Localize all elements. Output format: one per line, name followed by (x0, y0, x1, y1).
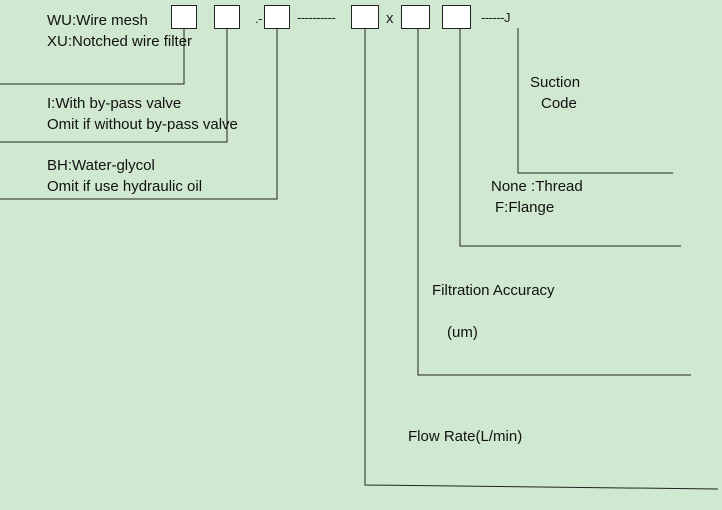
connection-option-flange: F:Flange (495, 199, 555, 216)
bypass-option-omit: Omit if without by-pass valve (47, 116, 238, 133)
code-box-flow-rate (351, 5, 379, 29)
flow-rate-label: Flow Rate(L/min) (408, 428, 523, 445)
code-tail-suction: ------J (481, 10, 510, 25)
accuracy-label: Filtration Accuracy (432, 282, 555, 299)
code-box-medium (264, 5, 290, 29)
code-separator-x: x (386, 10, 394, 27)
bypass-option-i: I:With by-pass valve (47, 95, 182, 112)
connection-option-thread: None :Thread (491, 178, 583, 195)
material-option-wu: WU:Wire mesh (47, 12, 148, 29)
code-box-connection (442, 5, 471, 29)
suction-leader-line (517, 28, 673, 174)
medium-option-bh: BH:Water-glycol (47, 157, 155, 174)
code-separator-dot: .- (255, 11, 262, 26)
medium-option-omit: Omit if use hydraulic oil (47, 178, 203, 195)
material-leader-line (0, 29, 185, 85)
suction-label: Suction (530, 74, 581, 91)
accuracy-leader-line (417, 29, 691, 376)
material-option-xu: XU:Notched wire filter (47, 33, 193, 50)
suction-code-label: Code (541, 95, 577, 112)
accuracy-unit-label: (um) (447, 324, 478, 341)
code-box-material (171, 5, 197, 29)
code-box-accuracy (401, 5, 430, 29)
bypass-leader-line (0, 29, 228, 143)
code-separator-dash: ---------- (297, 10, 336, 25)
medium-leader-line (0, 29, 278, 200)
flow-leader-line (364, 29, 719, 490)
code-box-bypass (214, 5, 240, 29)
connection-leader-line (459, 29, 681, 247)
